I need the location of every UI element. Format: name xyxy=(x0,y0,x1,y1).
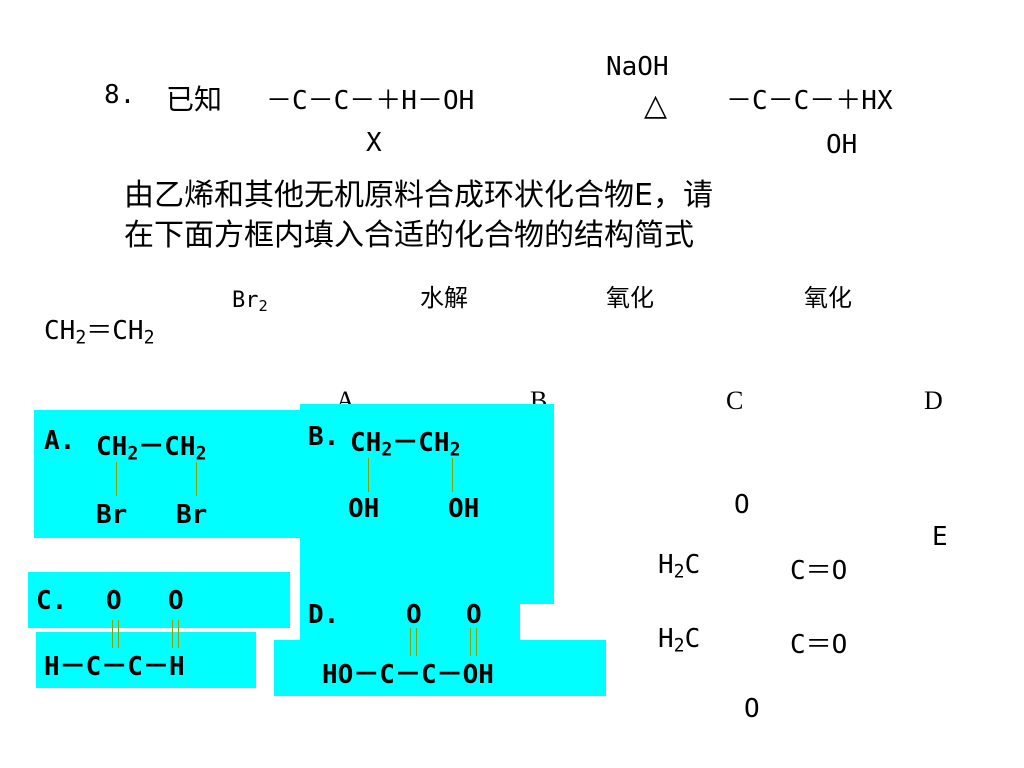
answer-box-c-top: C. O O xyxy=(28,572,290,628)
step-oxidation-2: 氧化 xyxy=(804,284,852,312)
answer-d-double-bond-left-b xyxy=(416,628,417,656)
product-e-sub-upper: 2 xyxy=(673,561,685,583)
answer-a-br-right: Br xyxy=(176,500,208,530)
answer-b-ch-left: CH xyxy=(350,428,382,458)
answer-d-o-right: O xyxy=(466,600,482,630)
product-e-c-upper: C xyxy=(684,550,701,580)
ethylene-formula: CH2＝CH2 xyxy=(44,310,155,349)
answer-c-chain: H－C－C－H xyxy=(44,652,185,682)
answer-b-prefix: B. xyxy=(308,422,340,452)
answer-c-o-right: O xyxy=(168,586,184,616)
answer-b-oh-left: OH xyxy=(348,494,380,524)
question-number: 8. xyxy=(104,80,136,110)
answer-b-top-chain: CH2－CH2 xyxy=(350,422,461,461)
ethylene-double-bond: ＝CH xyxy=(86,316,144,346)
product-e-o-top: O xyxy=(734,490,750,520)
label-d: D xyxy=(924,386,943,415)
product-e-label: E xyxy=(932,522,948,552)
product-e-sub-lower: 2 xyxy=(673,635,685,657)
answer-a-bond-right xyxy=(196,462,197,496)
answer-b-bond: － xyxy=(392,428,419,458)
answer-b-sub-right: 2 xyxy=(449,439,461,461)
answer-a-prefix: A. xyxy=(44,426,76,456)
answer-d-o-left: O xyxy=(406,600,422,630)
answer-a-sub-left: 2 xyxy=(127,443,139,465)
answer-b-sub-left: 2 xyxy=(381,439,393,461)
bromine-symbol: Br xyxy=(232,288,259,313)
product-e-h-lower: H xyxy=(658,624,674,654)
ethylene-ch-left: CH xyxy=(44,316,76,346)
bromine-reagent: Br2 xyxy=(232,288,268,315)
hydroxyl-substituent: OH xyxy=(826,130,858,160)
product-e-o-bottom: O xyxy=(744,694,760,724)
product-e-carbonyl-lower: C＝O xyxy=(790,630,848,660)
known-label: 已知 xyxy=(166,83,223,116)
answer-a-br-left: Br xyxy=(96,500,128,530)
answer-a-sub-right: 2 xyxy=(195,443,207,465)
product-e-ch2-upper: H2C xyxy=(658,550,700,583)
answer-b-bond-left xyxy=(368,458,369,492)
question-text-line1: 由乙烯和其他无机原料合成环状化合物E，请 xyxy=(124,178,713,213)
answer-d-double-bond-right-a xyxy=(470,628,471,656)
answer-box-b: B. CH2－CH2 OH OH xyxy=(300,404,554,604)
answer-c-o-left: O xyxy=(106,586,122,616)
product-e-ch2-lower: H2C xyxy=(658,624,700,657)
answer-box-a: A. CH2－CH2 Br Br xyxy=(34,410,314,538)
answer-c-double-bond-left-b xyxy=(118,620,119,648)
product-formula: －C－C－＋HX xyxy=(726,86,893,116)
answer-b-ch-right: CH xyxy=(418,428,450,458)
answer-box-d-bottom: HO－C－C－OH xyxy=(274,640,606,696)
label-c: C xyxy=(726,386,744,415)
answer-d-double-bond-left-a xyxy=(410,628,411,656)
reactant-formula: －C－C－＋H－OH xyxy=(266,86,475,116)
answer-a-bond: － xyxy=(138,432,165,462)
heat-symbol: △ xyxy=(644,88,668,123)
halogen-substituent: X xyxy=(366,128,382,158)
answer-c-prefix: C. xyxy=(36,586,68,616)
answer-a-top-chain: CH2－CH2 xyxy=(96,426,207,465)
product-e-c-lower: C xyxy=(684,624,701,654)
answer-b-bond-right xyxy=(452,458,453,492)
product-e-carbonyl-upper: C＝O xyxy=(790,556,848,586)
ethylene-sub-left: 2 xyxy=(75,327,87,349)
answer-c-double-bond-left-a xyxy=(112,620,113,648)
answer-c-double-bond-right-b xyxy=(178,620,179,648)
question-text-line2: 在下面方框内填入合适的化合物的结构简式 xyxy=(124,218,694,253)
product-e-h-upper: H xyxy=(658,550,674,580)
answer-a-bond-left xyxy=(116,462,117,496)
answer-d-prefix: D. xyxy=(308,600,340,630)
step-hydrolysis: 水解 xyxy=(420,284,468,312)
step-oxidation-1: 氧化 xyxy=(606,284,654,312)
reagent-naoh: NaOH xyxy=(606,52,669,82)
bromine-sub: 2 xyxy=(258,296,268,315)
answer-b-oh-right: OH xyxy=(448,494,480,524)
answer-d-double-bond-right-b xyxy=(476,628,477,656)
ethylene-sub-right: 2 xyxy=(143,327,155,349)
answer-box-c-bottom: H－C－C－H xyxy=(36,632,256,688)
answer-a-ch-left: CH xyxy=(96,432,128,462)
answer-c-double-bond-right-a xyxy=(172,620,173,648)
answer-d-chain: HO－C－C－OH xyxy=(322,660,494,690)
answer-a-ch-right: CH xyxy=(164,432,196,462)
